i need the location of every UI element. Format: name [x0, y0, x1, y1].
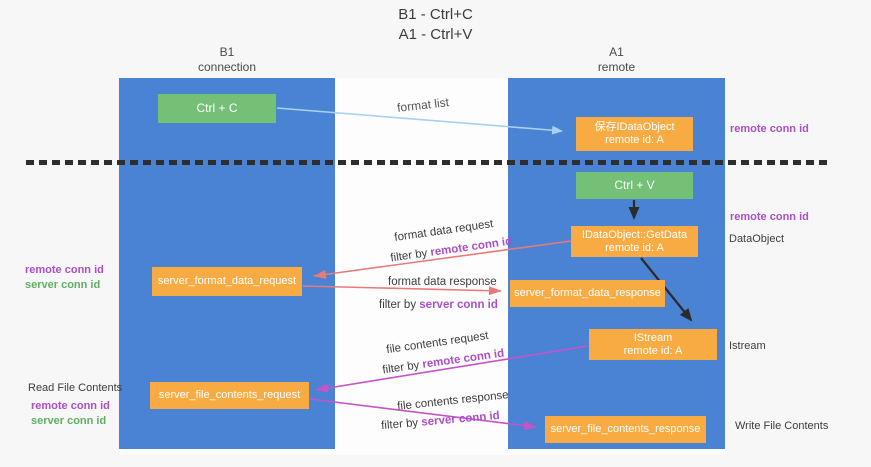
node-ctrl-c-label: Ctrl + C — [196, 101, 238, 115]
node-server-file-contents-response-label: server_file_contents_response — [550, 423, 701, 435]
node-ctrl-v-label: Ctrl + V — [614, 178, 655, 192]
node-save-idataobject-line1: 保存IDataObject — [594, 121, 675, 133]
right-label-istream: Istream — [729, 340, 766, 352]
lane-b1-role: connection — [197, 60, 257, 74]
node-save-idataobject: 保存IDataObject remote id: A — [576, 117, 693, 151]
lane-a1-role: remote — [597, 60, 636, 74]
node-ctrl-v: Ctrl + V — [576, 172, 693, 199]
node-save-idataobject-line2: remote id: A — [605, 134, 664, 146]
left-label-remote-conn-id-top: remote conn id — [25, 264, 104, 276]
node-server-file-contents-request-label: server_file_contents_request — [158, 389, 301, 401]
session-divider-dashed-line — [26, 160, 832, 165]
node-idataobject-getdata: IDataObject::GetData remote id: A — [571, 226, 698, 257]
lane-header-b1: B1 connection — [119, 45, 335, 75]
node-istream: IStream remote id: A — [589, 329, 717, 360]
node-istream-line1: IStream — [633, 331, 673, 344]
edge-label-filter-server-1: filter by server conn id — [379, 299, 498, 311]
node-idataobject-getdata-line1: IDataObject::GetData — [581, 228, 688, 241]
title-line-1: B1 - Ctrl+C — [398, 6, 473, 23]
node-server-format-data-response: server_format_data_response — [510, 280, 665, 307]
node-server-format-data-request-label: server_format_data_request — [157, 275, 297, 287]
left-label-read-file-contents: Read File Contents — [28, 382, 123, 394]
node-server-format-data-response-label: server_format_data_response — [514, 287, 661, 299]
node-idataobject-getdata-line2: remote id: A — [605, 241, 664, 254]
filter-by-text: filter by — [379, 299, 417, 311]
left-label-server-conn-id-top: server conn id — [25, 279, 101, 291]
edge-label-format-data-response: format data response — [388, 276, 497, 288]
node-ctrl-c: Ctrl + C — [158, 94, 276, 123]
server-conn-id-text: server conn id — [419, 299, 498, 311]
node-istream-line2: remote id: A — [623, 344, 683, 357]
right-label-write-file-contents: Write File Contents — [735, 420, 829, 432]
right-label-remote-conn-id-top: remote conn id — [730, 123, 809, 135]
edge-label-format-data-response-text: format data response — [388, 276, 497, 288]
node-server-file-contents-request: server_file_contents_request — [150, 382, 309, 409]
right-label-remote-conn-id-mid: remote conn id — [730, 211, 809, 223]
lane-b1-name: B1 — [219, 45, 235, 59]
lane-header-a1: A1 remote — [508, 45, 725, 75]
lane-a1-name: A1 — [609, 45, 624, 59]
diagram-title: B1 - Ctrl+C A1 - Ctrl+V — [0, 5, 871, 45]
node-server-format-data-request: server_format_data_request — [152, 267, 302, 296]
right-label-dataobject: DataObject — [729, 233, 785, 245]
left-label-remote-conn-id-bottom: remote conn id — [31, 400, 110, 412]
left-label-server-conn-id-bottom: server conn id — [31, 415, 107, 427]
node-server-file-contents-response: server_file_contents_response — [545, 416, 706, 443]
title-line-2: A1 - Ctrl+V — [398, 26, 473, 43]
